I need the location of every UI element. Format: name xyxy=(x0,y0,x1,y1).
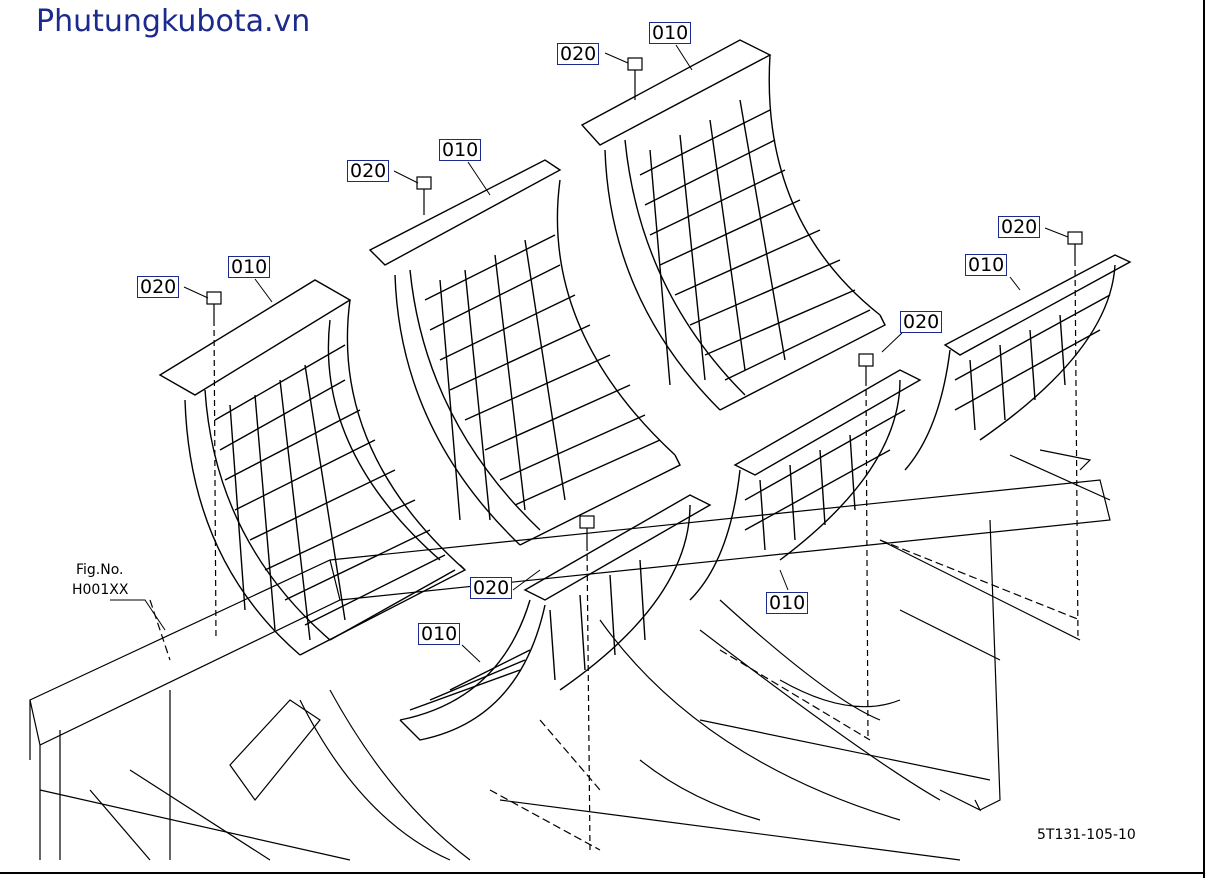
callout-010[interactable]: 010 xyxy=(228,256,271,278)
callout-020[interactable]: 020 xyxy=(137,276,180,298)
concave-lower-middle xyxy=(689,369,922,601)
callout-020[interactable]: 020 xyxy=(900,311,943,333)
machine-frame xyxy=(29,449,1111,861)
callout-010[interactable]: 010 xyxy=(965,254,1008,276)
concave-lower-right xyxy=(904,254,1132,471)
concave-top xyxy=(580,39,886,411)
callout-010[interactable]: 010 xyxy=(418,623,461,645)
bolts xyxy=(206,57,1083,851)
concave-middle xyxy=(368,159,681,546)
drawing-number: 5T131-105-10 xyxy=(1037,827,1136,843)
callout-020[interactable]: 020 xyxy=(998,216,1041,238)
callout-020[interactable]: 020 xyxy=(470,577,513,599)
concave-lower-left xyxy=(399,494,712,741)
callout-020[interactable]: 020 xyxy=(347,160,390,182)
bolt-icon xyxy=(416,176,432,215)
bolt-icon xyxy=(1067,231,1083,641)
concave-left xyxy=(158,279,467,656)
figure-number-label: Fig.No. xyxy=(76,562,124,578)
bottom-border xyxy=(0,872,1205,874)
bolt-icon xyxy=(579,515,595,851)
bolt-icon xyxy=(627,57,643,100)
right-border xyxy=(1203,0,1205,878)
site-logo-text[interactable]: Phutungkubota.vn xyxy=(36,4,311,39)
callout-020[interactable]: 020 xyxy=(557,43,600,65)
concave-grates xyxy=(158,39,1132,741)
bolt-icon xyxy=(858,353,874,741)
leader-lines xyxy=(110,44,1069,663)
callout-010[interactable]: 010 xyxy=(649,22,692,44)
figure-number-value[interactable]: H001XX xyxy=(72,582,129,598)
callout-010[interactable]: 010 xyxy=(439,139,482,161)
callout-010[interactable]: 010 xyxy=(766,592,809,614)
